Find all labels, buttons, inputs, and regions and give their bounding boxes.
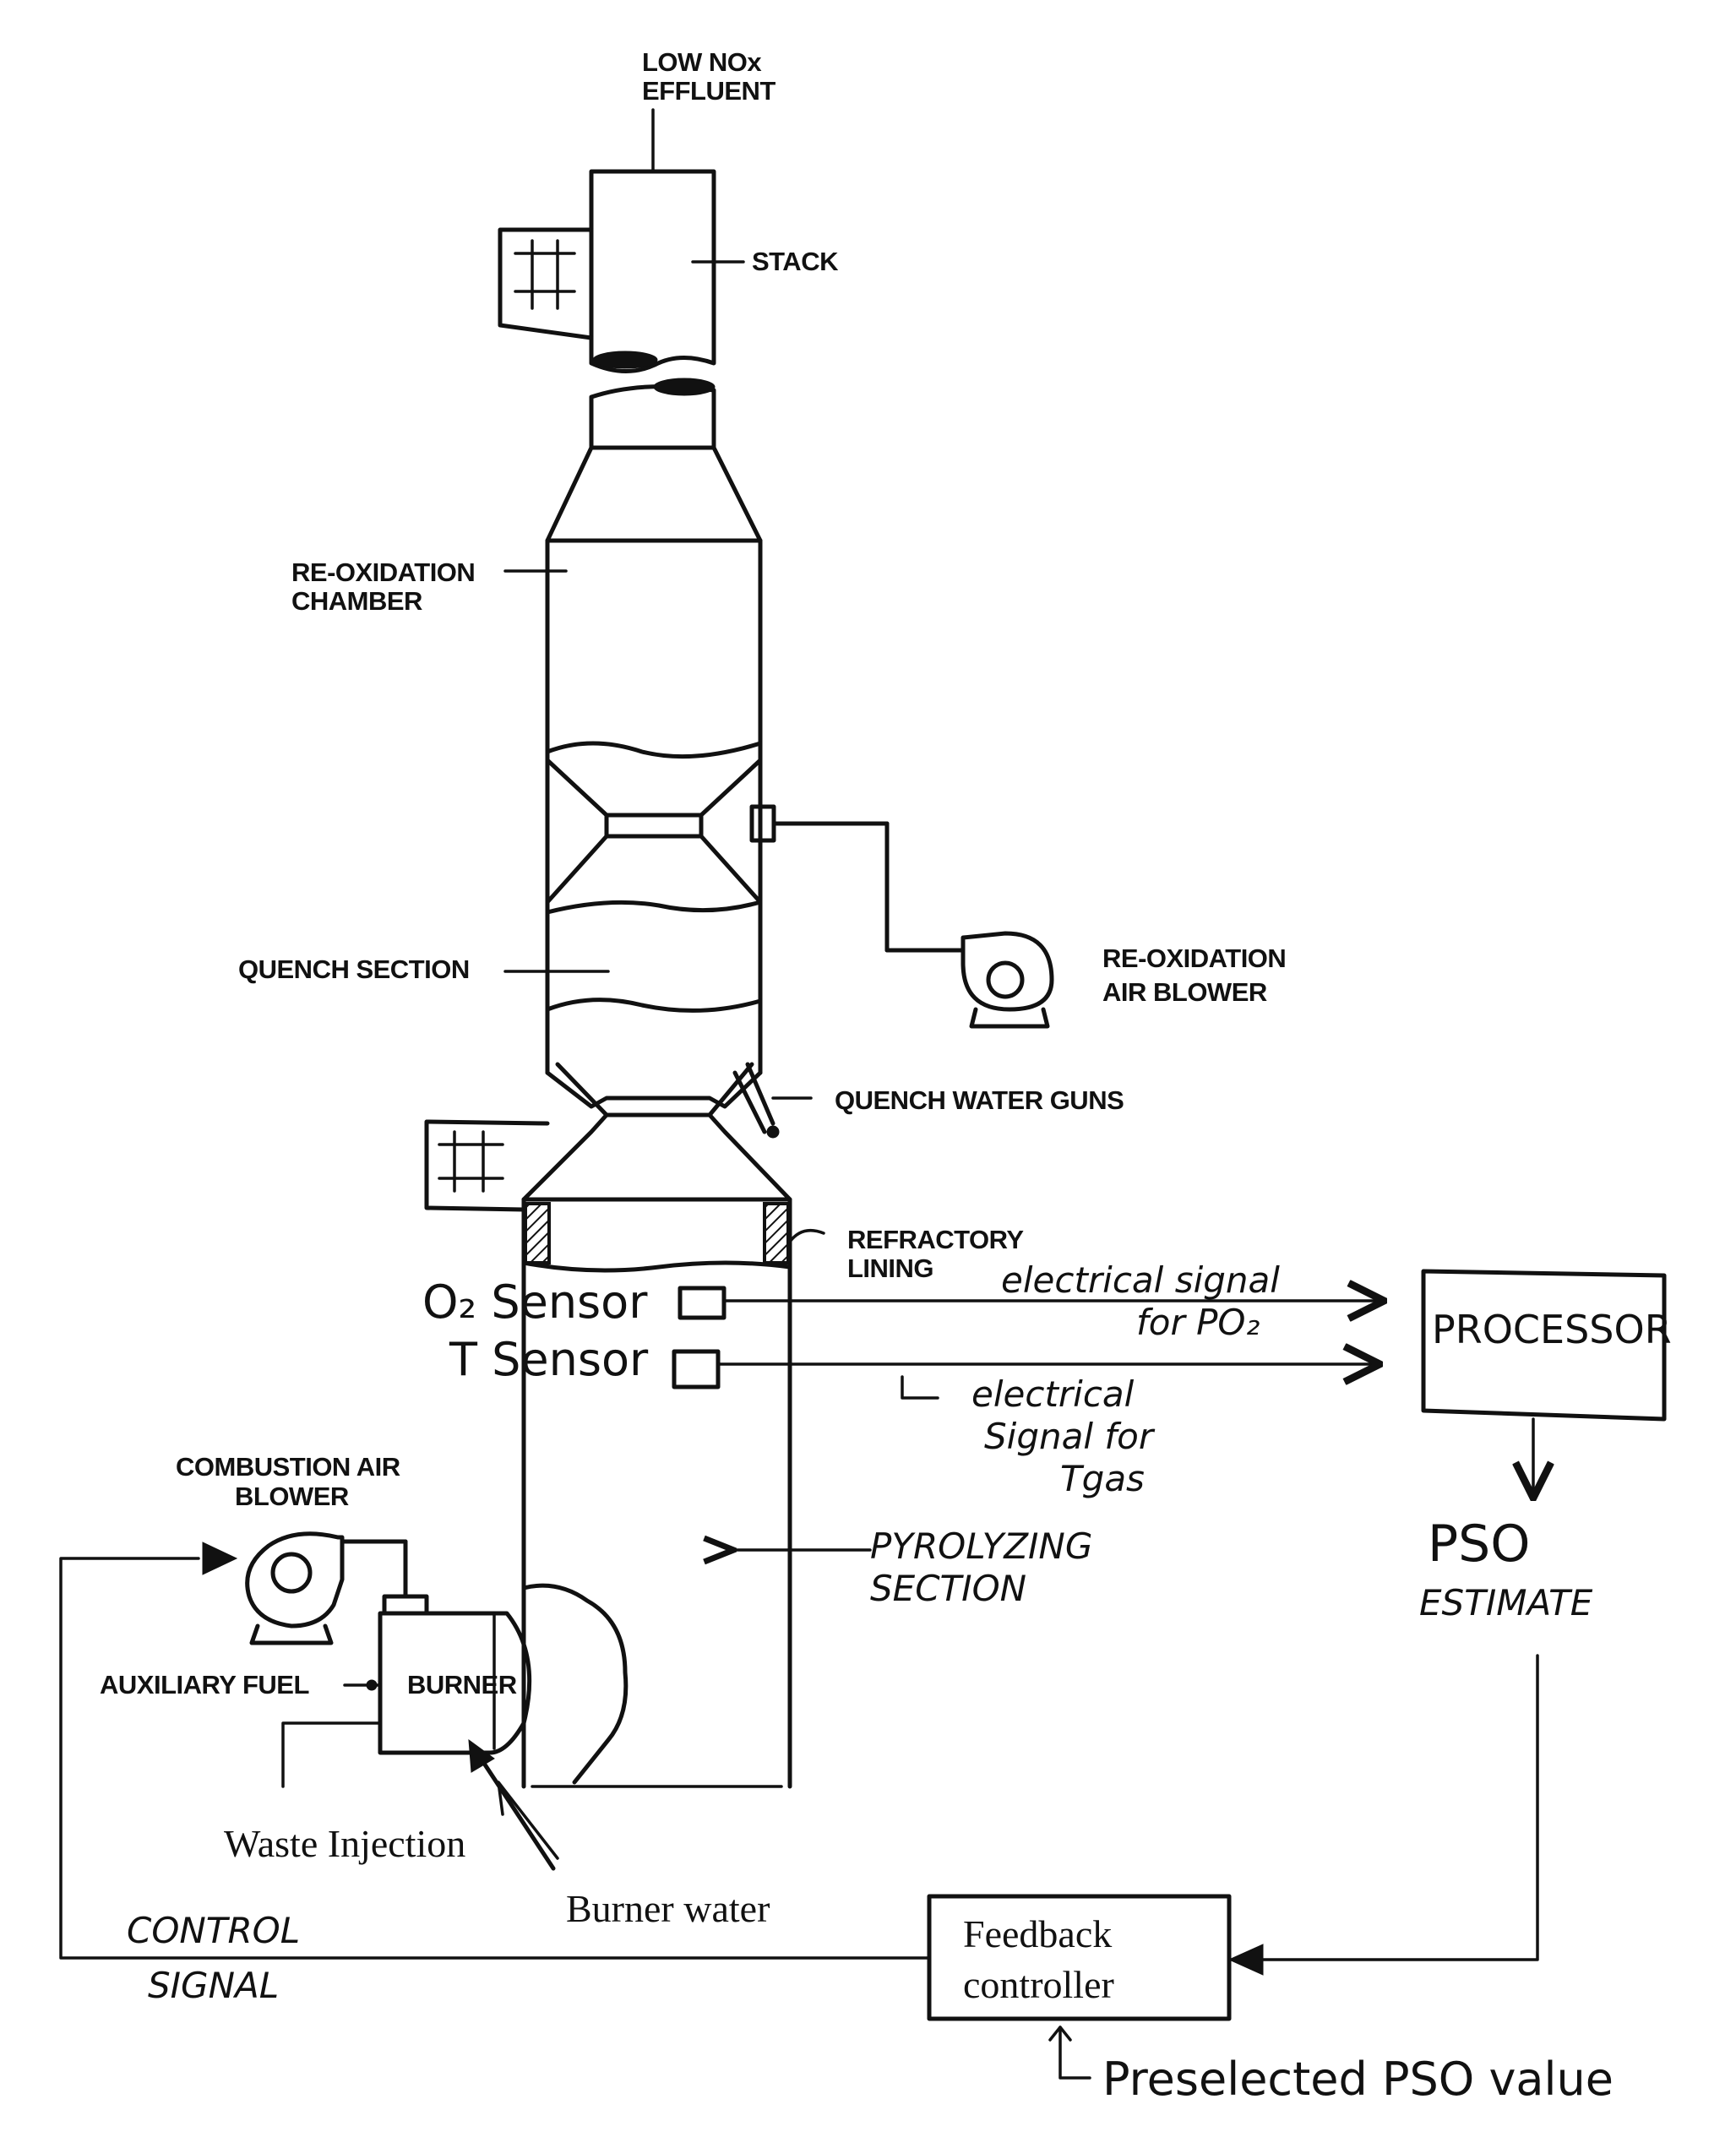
stack — [500, 110, 743, 372]
o2-sensor-box — [680, 1288, 724, 1318]
feedback-controller-label-2: controller — [963, 1963, 1114, 2006]
t-sensor-box — [674, 1351, 718, 1387]
reox-blower-label-1: RE-OXIDATION — [1102, 943, 1286, 973]
po2-signal-label-2: for PO₂ — [1136, 1302, 1260, 1343]
refractory-lining — [524, 1199, 824, 1270]
comb-blower-label-2: BLOWER — [235, 1482, 349, 1511]
waste-injection-arrow — [498, 1782, 558, 1858]
reox-chamber-label-1: RE-OXIDATION — [291, 557, 475, 587]
tgas-signal-label-3: Tgas — [1060, 1458, 1145, 1499]
processor-label: PROCESSOR — [1432, 1307, 1672, 1352]
quench-section — [505, 902, 760, 1010]
control-signal-label-2: SIGNAL — [148, 1965, 279, 2006]
feedback-controller-label-1: Feedback — [963, 1912, 1112, 1955]
burner-water-line — [480, 1757, 553, 1868]
pso-estimate-label: ESTIMATE — [1419, 1582, 1593, 1623]
burner-water-label: Burner water — [566, 1887, 770, 1930]
tgas-signal-label-2: Signal for — [984, 1416, 1156, 1457]
controller-input-arrow — [1229, 1944, 1263, 1975]
pyro-label-1: PYROLYZING — [870, 1525, 1092, 1567]
po2-signal-label-1: electrical signal — [1001, 1259, 1280, 1301]
tgas-pointer — [902, 1377, 938, 1398]
refractory-label-1: REFRACTORY — [847, 1225, 1024, 1254]
control-signal-label-1: CONTROL — [127, 1910, 300, 1951]
preselected-label: Preselected PSO value — [1102, 2053, 1614, 2106]
control-signal-arrow — [203, 1542, 237, 1574]
reox-air-blower — [963, 933, 1052, 1026]
reox-chamber-label-2: CHAMBER — [291, 586, 422, 616]
waste-injection-label: Waste Injection — [224, 1822, 465, 1865]
aux-fuel-label: AUXILIARY FUEL — [100, 1670, 309, 1699]
t-sensor-label: T Sensor — [449, 1333, 649, 1386]
quench-venturi — [427, 1001, 811, 1210]
burner-water-arrowhead — [469, 1740, 494, 1772]
refractory-label-2: LINING — [847, 1253, 933, 1283]
effluent-label-2: EFFLUENT — [642, 76, 775, 106]
reox-venturi — [547, 743, 963, 950]
pyro-label-2: SECTION — [870, 1568, 1026, 1609]
tgas-signal-label-1: electrical — [971, 1373, 1135, 1415]
stack-label: STACK — [752, 247, 839, 276]
effluent-label-1: LOW NOx — [642, 47, 762, 77]
comb-blower-label-1: COMBUSTION AIR — [176, 1452, 400, 1482]
o2-sensor-label: O₂ Sensor — [422, 1275, 648, 1329]
quench-guns-label: QUENCH WATER GUNS — [835, 1085, 1124, 1115]
pso-label: PSO — [1428, 1514, 1531, 1574]
quench-section-label: QUENCH SECTION — [238, 954, 470, 984]
reox-blower-label-2: AIR BLOWER — [1102, 977, 1267, 1007]
estimate-to-controller-line — [1259, 1656, 1537, 1960]
tower-upper — [505, 378, 760, 757]
burner-label: BURNER — [407, 1670, 517, 1699]
